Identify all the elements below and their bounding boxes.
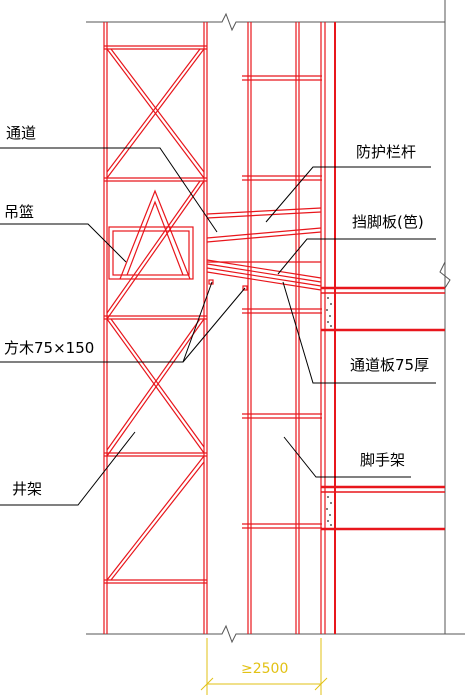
label-hanging-basket: 吊篮 <box>4 203 35 221</box>
leader-timber-2 <box>182 287 246 363</box>
building-break-mark <box>439 261 451 289</box>
dimension-value: ≥2500 <box>241 661 289 677</box>
passage <box>206 207 322 291</box>
basket-lifting-triangle-inner <box>126 200 184 276</box>
basket-lifting-triangle-outer <box>119 189 191 280</box>
basket-inner-frame <box>112 230 190 276</box>
well-frame <box>103 22 208 634</box>
label-toe-board: 挡脚板(笆) <box>352 213 424 231</box>
passage-guardrail <box>206 207 322 243</box>
scaffold-ledgers <box>242 75 322 529</box>
slab-edge-hatching <box>326 297 332 526</box>
leader-toe-board <box>277 238 436 275</box>
building <box>320 22 445 634</box>
label-timber: 方木75×150 <box>4 339 95 357</box>
leader-well-frame <box>0 431 136 506</box>
label-guardrail: 防护栏杆 <box>356 143 417 161</box>
well-frame-horizontals <box>104 45 207 584</box>
leader-scaffold <box>283 436 411 478</box>
label-well-frame: 井架 <box>12 480 43 498</box>
dimension-line <box>200 638 328 695</box>
label-passage-board: 通道板75厚 <box>350 356 430 374</box>
upper-floor-slab <box>321 286 445 332</box>
label-passage: 通道 <box>6 124 37 142</box>
hanging-basket <box>108 189 194 280</box>
bottom-break-line <box>86 624 465 644</box>
well-frame-diagonals <box>106 48 205 581</box>
leader-hanging-basket <box>0 223 127 263</box>
passage-deck-boards <box>206 259 322 291</box>
top-break-line <box>86 12 445 32</box>
lower-floor-slab <box>321 485 445 531</box>
scaffold <box>242 22 322 634</box>
leader-passage <box>0 147 218 233</box>
leader-passage-board <box>282 281 436 384</box>
basket-outer-frame <box>108 226 194 280</box>
leader-guardrail <box>265 166 431 223</box>
label-scaffold: 脚手架 <box>360 451 406 469</box>
timber-joist-right <box>242 285 248 291</box>
leader-lines <box>0 147 436 506</box>
